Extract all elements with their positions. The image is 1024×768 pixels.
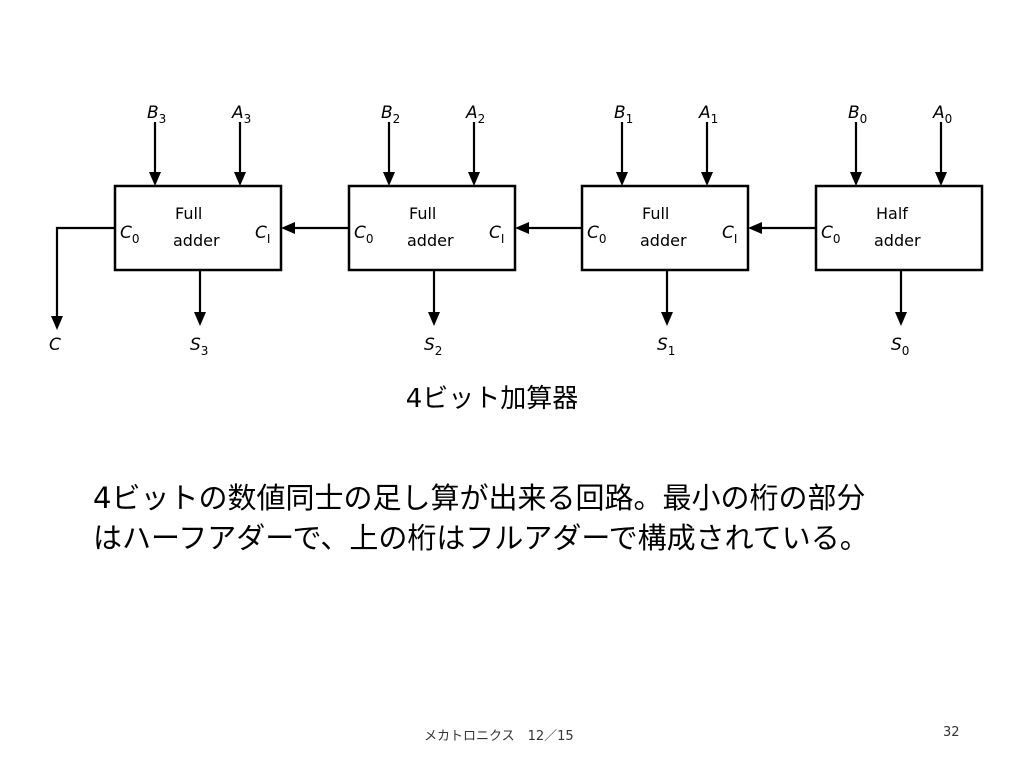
carry-out-pin-label: C0 [354, 223, 374, 246]
input-a-arrowhead [701, 172, 713, 186]
footer-title: メカトロニクス 12／15 [424, 729, 574, 744]
adder-type-label: Full [175, 204, 202, 223]
input-b-arrowhead [616, 172, 628, 186]
input-b-label: B0 [848, 103, 867, 126]
input-a-label: A0 [932, 103, 952, 126]
carry-out-pin-label: C0 [821, 223, 841, 246]
carry-link-arrowhead [515, 222, 529, 234]
adder-word-label: adder [640, 231, 687, 250]
carry-out-pin-label: C0 [120, 223, 140, 246]
adder-box [347, 184, 517, 272]
carry-link-arrowhead [748, 222, 762, 234]
input-a-arrowhead [935, 172, 947, 186]
adder-box [814, 184, 984, 272]
input-a-label: A3 [231, 103, 251, 126]
carry-link-arrowhead [281, 222, 295, 234]
adder-box [113, 184, 283, 272]
sum-output-label: S1 [657, 335, 675, 358]
carry-out-arrowhead [51, 316, 63, 330]
input-b-label: B1 [614, 103, 633, 126]
sum-output-label: S0 [891, 335, 909, 358]
input-b-label: B2 [381, 103, 400, 126]
input-a-label: A2 [465, 103, 485, 126]
adder-type-label: Full [642, 204, 669, 223]
description-line-1: 4ビットの数値同士の足し算が出来る回路。最小の桁の部分 [93, 481, 866, 515]
adder-box [580, 184, 750, 272]
adder-type-label: Full [409, 204, 436, 223]
adder-type-label: Half [876, 204, 908, 223]
adder-word-label: adder [407, 231, 454, 250]
description-line-2: はハーフアダーで、上の桁はフルアダーで構成されている。 [93, 521, 869, 555]
adder-word-label: adder [173, 231, 220, 250]
sum-output-label: S3 [190, 335, 208, 358]
input-a-arrowhead [234, 172, 246, 186]
input-b-arrowhead [850, 172, 862, 186]
carry-out-pin-label: C0 [587, 223, 607, 246]
adder-word-label: adder [874, 231, 921, 250]
carry-in-pin-label: CI [255, 223, 270, 246]
sum-output-arrowhead [661, 312, 673, 326]
sum-output-label: S2 [424, 335, 442, 358]
carry-out-line [55, 226, 115, 318]
carry-out-label: C [49, 335, 61, 355]
sum-output-arrowhead [428, 312, 440, 326]
description: 4ビットの数値同士の足し算が出来る回路。最小の桁の部分 はハーフアダーで、上の桁… [93, 478, 973, 558]
page-number: 32 [943, 725, 960, 740]
input-b-arrowhead [383, 172, 395, 186]
input-b-arrowhead [149, 172, 161, 186]
carry-in-pin-label: CI [722, 223, 737, 246]
carry-out-wire: C [49, 226, 115, 355]
sum-output-arrowhead [194, 312, 206, 326]
carry-in-pin-label: CI [489, 223, 504, 246]
input-a-arrowhead [468, 172, 480, 186]
sum-output-arrowhead [895, 312, 907, 326]
input-b-label: B3 [147, 103, 166, 126]
input-a-label: A1 [698, 103, 718, 126]
diagram-caption: 4ビット加算器 [405, 384, 579, 414]
